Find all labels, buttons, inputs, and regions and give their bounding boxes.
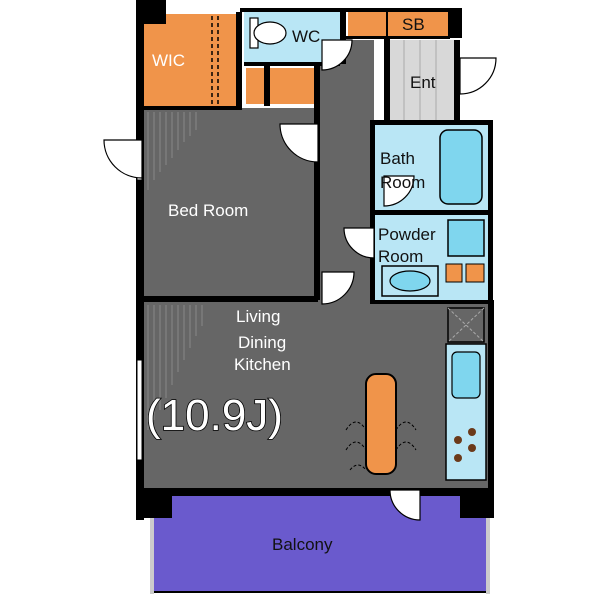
entrance [388,40,456,122]
toilet-icon [249,17,287,49]
ldk-label-line2: Dining [238,333,286,352]
bedroom-hatching [147,112,197,190]
door-swings [103,39,497,521]
wic-room [144,14,238,106]
ldk-label-line3: Kitchen [234,355,291,374]
bathtub-icon [439,129,483,205]
ent-label: Ent [410,73,436,92]
hallway-floor [318,40,374,302]
bedroom-label: Bed Room [168,201,248,220]
wc-label: WC [292,27,320,46]
walls [136,0,494,520]
balcony [151,493,489,593]
stove-icon [454,428,476,462]
dining-island [365,373,397,475]
wic-label: WIC [152,51,185,70]
sink-icon [389,270,431,292]
storage-cabinet-1 [246,68,264,104]
balcony-label: Balcony [272,535,333,554]
ldk-floor [140,298,488,488]
bath-label-line1: Bath [380,149,415,168]
sb-label: SB [402,15,425,34]
kitchen-sink-icon [451,351,481,399]
ldk-label-line1: Living [236,307,280,326]
powder-cabinet-1 [445,263,463,283]
washer-icon [447,219,485,257]
storage-cabinet-2 [270,68,316,104]
ldk-hatching [147,305,203,430]
storage-top-left [348,12,386,36]
powder-label-line1: Powder [378,225,436,244]
ldk-size-label: (10.9J) [146,391,283,440]
bath-label-line2: Room [380,173,425,192]
powder-label-line2: Room [378,247,423,266]
sb-storage [388,12,448,36]
dining-chairs [345,421,417,471]
powder-cabinet-2 [465,263,485,283]
